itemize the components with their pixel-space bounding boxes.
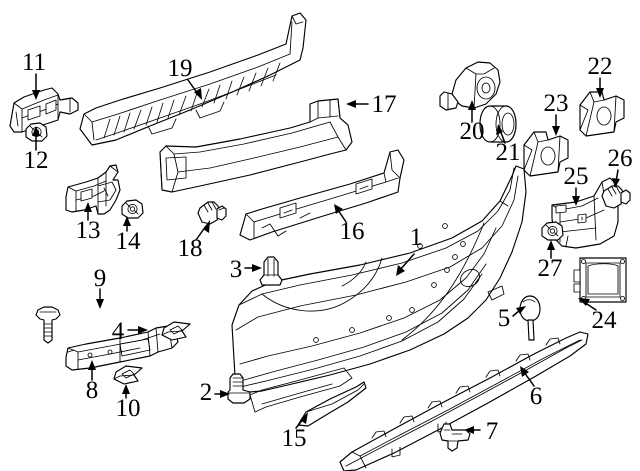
- callout-4: 4: [112, 318, 125, 345]
- callout-10: 10: [116, 395, 141, 422]
- callout-5: 5: [498, 305, 511, 332]
- callout-26: 26: [608, 145, 633, 172]
- part-lower-valance: [339, 331, 589, 471]
- part-bolt-3: [601, 185, 631, 209]
- part-screw: [35, 306, 61, 344]
- part-push-retainer: [259, 256, 283, 286]
- part-energy-absorber: [239, 149, 405, 241]
- part-bumper-cover: [231, 165, 527, 413]
- callout-13: 13: [76, 217, 101, 244]
- callout-22: 22: [588, 53, 613, 80]
- callout-17: 17: [372, 91, 397, 118]
- part-sensor-retainer-b: [523, 131, 569, 177]
- part-center-bracket: [65, 164, 121, 215]
- callout-14: 14: [116, 228, 142, 255]
- callout-1: 1: [410, 224, 423, 251]
- callout-6: 6: [530, 383, 543, 410]
- callout-numbers: 1 2 3 4 5 6 7 8 9 10 11 12 13 14 15 16 1…: [22, 49, 633, 452]
- part-park-sensor: [439, 61, 501, 111]
- part-bolt-2: [197, 201, 227, 225]
- part-control-module: [573, 257, 627, 303]
- callout-15: 15: [282, 425, 307, 452]
- callout-16: 16: [340, 218, 365, 245]
- callout-2: 2: [200, 379, 213, 406]
- part-nut-2: [121, 199, 144, 219]
- callout-20: 20: [460, 118, 485, 145]
- part-nut-3: [541, 221, 564, 241]
- callout-3: 3: [230, 256, 243, 283]
- callout-25: 25: [564, 163, 589, 190]
- leader-lines: [32, 73, 620, 434]
- part-bolt: [227, 373, 251, 404]
- part-square-nut: [161, 321, 191, 341]
- part-upper-trim: [79, 12, 307, 146]
- part-cap: [519, 295, 541, 341]
- callout-9: 9: [94, 265, 107, 292]
- callout-24: 24: [592, 307, 618, 334]
- callout-8: 8: [86, 377, 99, 404]
- callout-27: 27: [538, 255, 563, 282]
- callout-23: 23: [544, 90, 569, 117]
- part-square-nut-2: [113, 365, 143, 385]
- part-sensor-retainer-a: [579, 91, 625, 137]
- callout-21: 21: [496, 139, 521, 166]
- part-impact-bar: [159, 98, 353, 193]
- callout-19: 19: [168, 55, 193, 82]
- part-reflector: [297, 381, 367, 427]
- callout-7: 7: [486, 418, 499, 445]
- part-retainer-clip: [439, 423, 471, 452]
- callout-18: 18: [178, 235, 203, 262]
- callout-12: 12: [24, 147, 49, 174]
- callout-11: 11: [22, 49, 46, 76]
